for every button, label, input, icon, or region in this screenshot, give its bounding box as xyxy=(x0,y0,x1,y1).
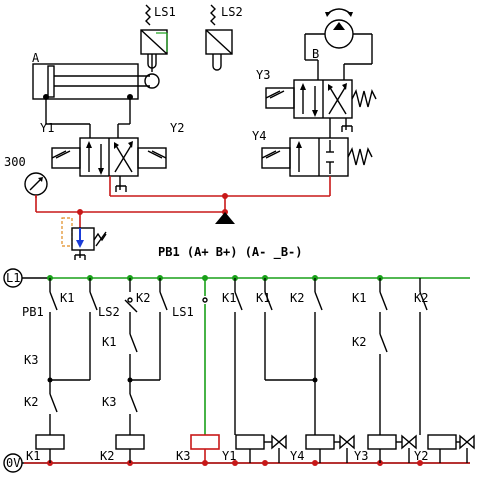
hydraulic-motor-b xyxy=(304,8,373,80)
limit-switch-ls1 xyxy=(140,4,168,72)
coil-y4-label: Y4 xyxy=(290,449,304,463)
coil-y3-label: Y3 xyxy=(354,449,368,463)
contact-k3-label: K3 xyxy=(24,353,38,367)
coil-y2-label: Y2 xyxy=(414,449,428,463)
y3-top-label: Y3 xyxy=(256,68,270,82)
cylinder-a xyxy=(32,63,160,106)
contact-k2-label: K2 xyxy=(24,395,38,409)
gauge-value-label: 300 xyxy=(4,155,26,169)
ls1-top-label: LS1 xyxy=(154,5,176,19)
contact-k1-label: K1 xyxy=(60,291,74,305)
contact-pb1-label: PB1 xyxy=(22,305,44,319)
coil-y1-label: Y1 xyxy=(222,449,236,463)
rung-y3 xyxy=(367,278,417,463)
y2-top-label: Y2 xyxy=(170,121,184,135)
contact-k2-label: K2 xyxy=(290,291,304,305)
contact-k2-label: K2 xyxy=(414,291,428,305)
contact-ls2-label: LS2 xyxy=(98,305,120,319)
rung-k3 xyxy=(190,278,220,463)
coil-k1-label: K1 xyxy=(26,449,40,463)
rung-y1 xyxy=(234,278,287,463)
pressure-gauge xyxy=(24,172,48,198)
limit-switch-ls2 xyxy=(205,4,233,71)
cylinder-a-label: A xyxy=(32,51,40,65)
contact-k2-label: K2 xyxy=(136,291,150,305)
contact-k1-label: K1 xyxy=(256,291,270,305)
y1-top-label: Y1 xyxy=(40,121,54,135)
ls2-top-label: LS2 xyxy=(221,5,243,19)
ov-terminal-label: 0V xyxy=(6,456,20,470)
sequence-label: PB1 (A+ B+) (A- _B-) xyxy=(158,245,303,260)
contact-k1-label: K1 xyxy=(102,335,116,349)
valve-y4 xyxy=(261,137,373,177)
rung-k2 xyxy=(115,278,168,463)
coil-k3-label: K3 xyxy=(176,449,190,463)
contact-k2-label: K2 xyxy=(352,335,366,349)
l1-terminal-label: L1 xyxy=(6,271,20,285)
rung-y4 xyxy=(264,278,355,463)
contact-ls1-label: LS1 xyxy=(172,305,194,319)
pressure-lines xyxy=(35,176,331,228)
rung-y2 xyxy=(419,278,475,463)
rung-k1 xyxy=(35,278,98,463)
coil-k2-label: K2 xyxy=(100,449,114,463)
contact-k1-label: K1 xyxy=(222,291,236,305)
valve-y3 xyxy=(265,79,377,132)
relief-valve xyxy=(61,217,107,260)
motor-b-label: B xyxy=(312,47,319,61)
contact-k1-label: K1 xyxy=(352,291,366,305)
contact-k3-label: K3 xyxy=(102,395,116,409)
y4-top-label: Y4 xyxy=(252,129,266,143)
valve-y1-y2 xyxy=(51,137,167,192)
